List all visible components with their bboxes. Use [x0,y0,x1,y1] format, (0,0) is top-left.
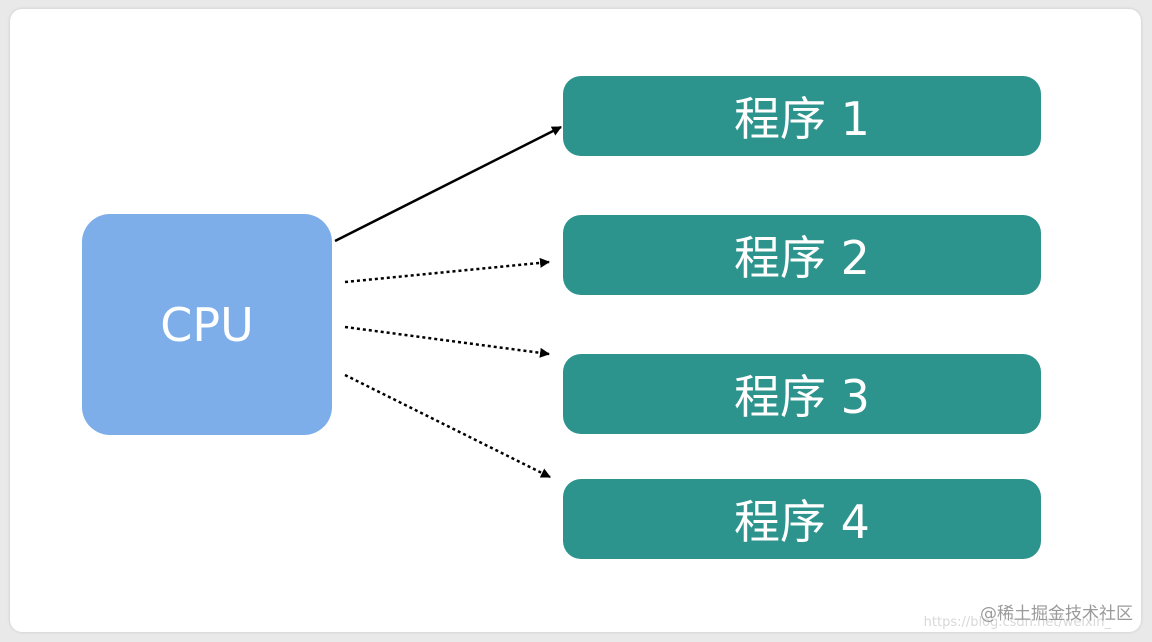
connection-arrows [334,125,562,479]
arrow-cpu-to-program-2 [344,257,550,284]
arrow-cpu-to-program-4 [344,373,551,479]
program-2-label: 程序 2 [734,231,870,285]
arrow-cpu-to-program-1 [334,125,562,243]
watermark-text: @稀土掘金技术社区 [980,604,1133,624]
program-1-label: 程序 1 [734,92,870,146]
program-4-label: 程序 4 [734,495,870,549]
program-3-label: 程序 3 [734,370,870,424]
program-2-box: 程序 2 [563,215,1041,295]
diagram-canvas: CPU 程序 1 程序 2 程序 3 程序 4 https://blog.csd… [10,9,1141,632]
arrow-cpu-to-program-3 [344,325,550,358]
cpu-box: CPU [82,214,332,435]
program-4-box: 程序 4 [563,479,1041,559]
cpu-label: CPU [160,297,254,352]
program-3-box: 程序 3 [563,354,1041,434]
program-1-box: 程序 1 [563,76,1041,156]
watermark-url: https://blog.csdn.net/weixin_ [923,615,1111,630]
